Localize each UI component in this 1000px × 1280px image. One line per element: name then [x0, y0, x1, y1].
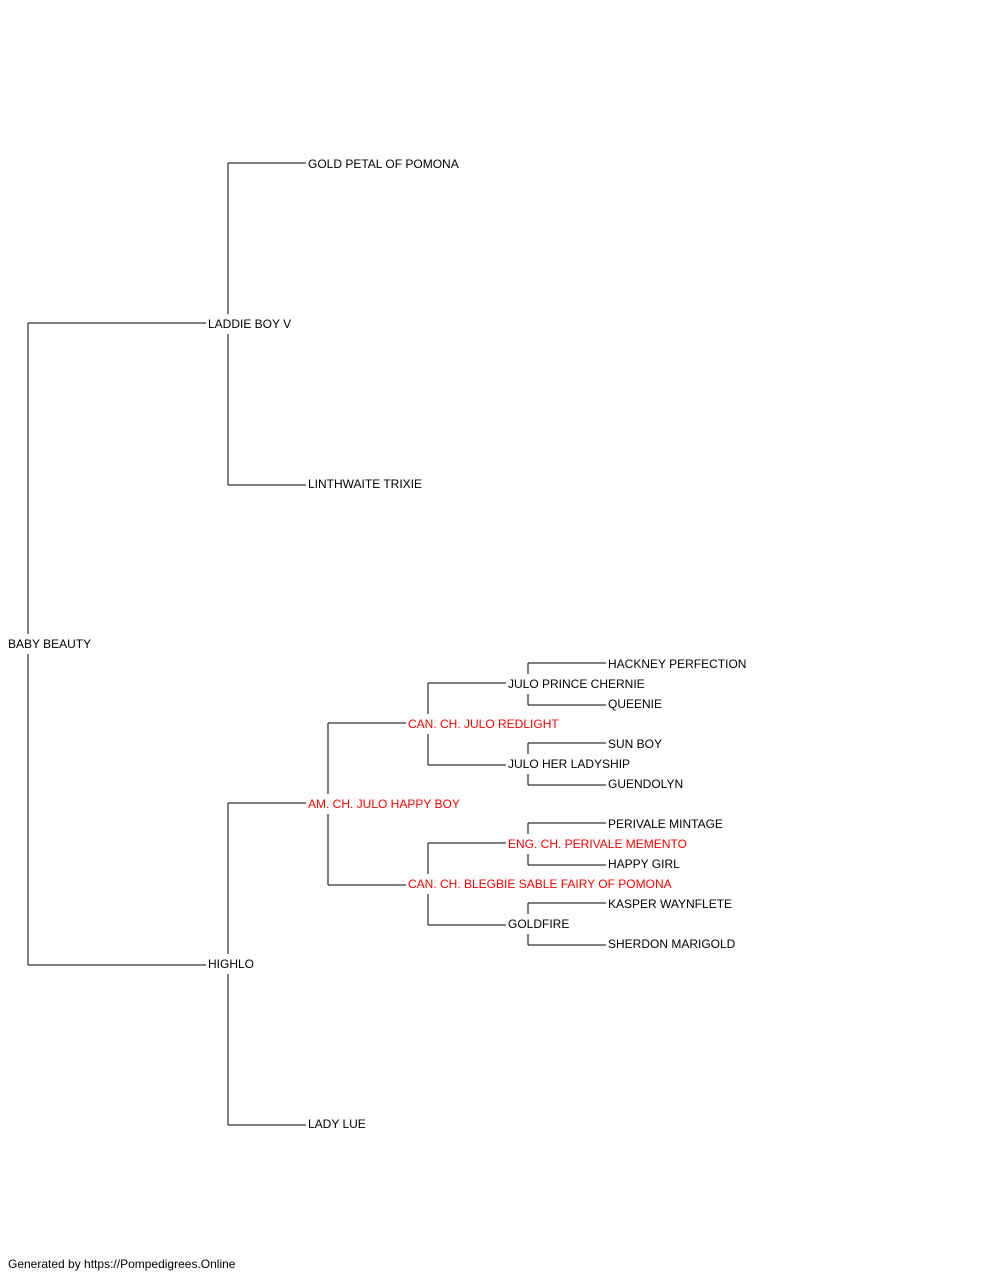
pedigree-connectors: [27, 162, 606, 1126]
dog-name-dam-sire-dam: CAN. CH. BLEGBIE SABLE FAIRY OF POMONA: [408, 877, 672, 891]
dog-name-dam-sire-dam-sire-dam: HAPPY GIRL: [608, 857, 680, 871]
dog-name-dam-sire-sire-sire-sire: HACKNEY PERFECTION: [608, 657, 746, 671]
dog-name-dam-sire-dam-dam-sire: KASPER WAYNFLETE: [608, 897, 732, 911]
dog-name-sire-sire: GOLD PETAL OF POMONA: [308, 157, 459, 171]
dog-name-root: BABY BEAUTY: [8, 637, 91, 651]
dog-name-dam-sire-sire: CAN. CH. JULO REDLIGHT: [408, 717, 559, 731]
dog-name-sire-dam: LINTHWAITE TRIXIE: [308, 477, 422, 491]
dog-name-dam-sire: AM. CH. JULO HAPPY BOY: [308, 797, 460, 811]
dog-name-dam-sire-dam-sire: ENG. CH. PERIVALE MEMENTO: [508, 837, 687, 851]
dog-name-dam-sire-dam-sire-sire: PERIVALE MINTAGE: [608, 817, 723, 831]
dog-name-dam-sire-sire-dam-dam: GUENDOLYN: [608, 777, 683, 791]
footer-credit: Generated by https://Pompedigrees.Online: [8, 1257, 236, 1271]
dog-name-dam-sire-sire-dam-sire: SUN BOY: [608, 737, 662, 751]
dog-name-sire: LADDIE BOY V: [208, 317, 291, 331]
dog-name-dam-sire-sire-dam: JULO HER LADYSHIP: [508, 757, 630, 771]
dog-name-dam-sire-sire-sire-dam: QUEENIE: [608, 697, 662, 711]
dog-name-dam-sire-dam-dam-dam: SHERDON MARIGOLD: [608, 937, 736, 951]
pedigree-labels: BABY BEAUTY LADDIE BOY V GOLD PETAL OF POM…: [8, 157, 746, 1131]
dog-name-dam: HIGHLO: [208, 957, 254, 971]
dog-name-dam-sire-dam-dam: GOLDFIRE: [508, 917, 569, 931]
dog-name-dam-dam: LADY LUE: [308, 1117, 366, 1131]
dog-name-dam-sire-sire-sire: JULO PRINCE CHERNIE: [508, 677, 645, 691]
